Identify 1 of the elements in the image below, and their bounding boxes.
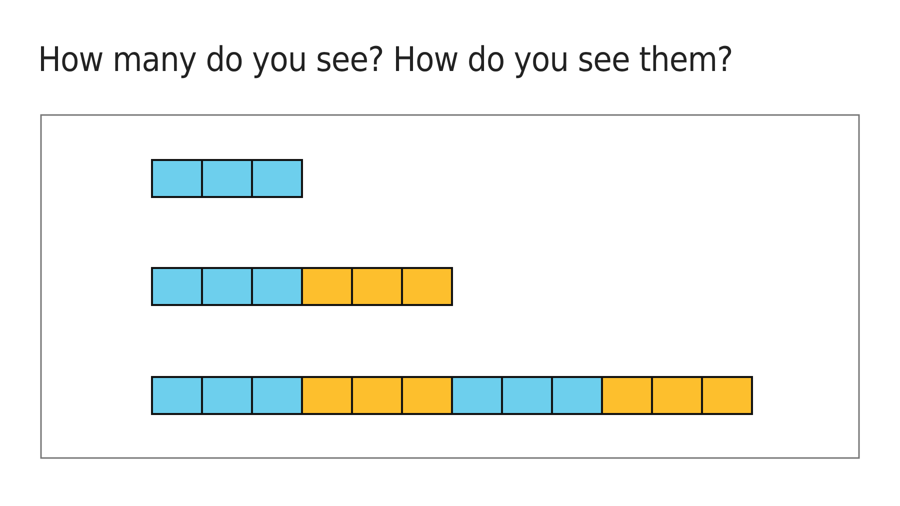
title: How many do you see? How do you see them? — [38, 40, 733, 80]
